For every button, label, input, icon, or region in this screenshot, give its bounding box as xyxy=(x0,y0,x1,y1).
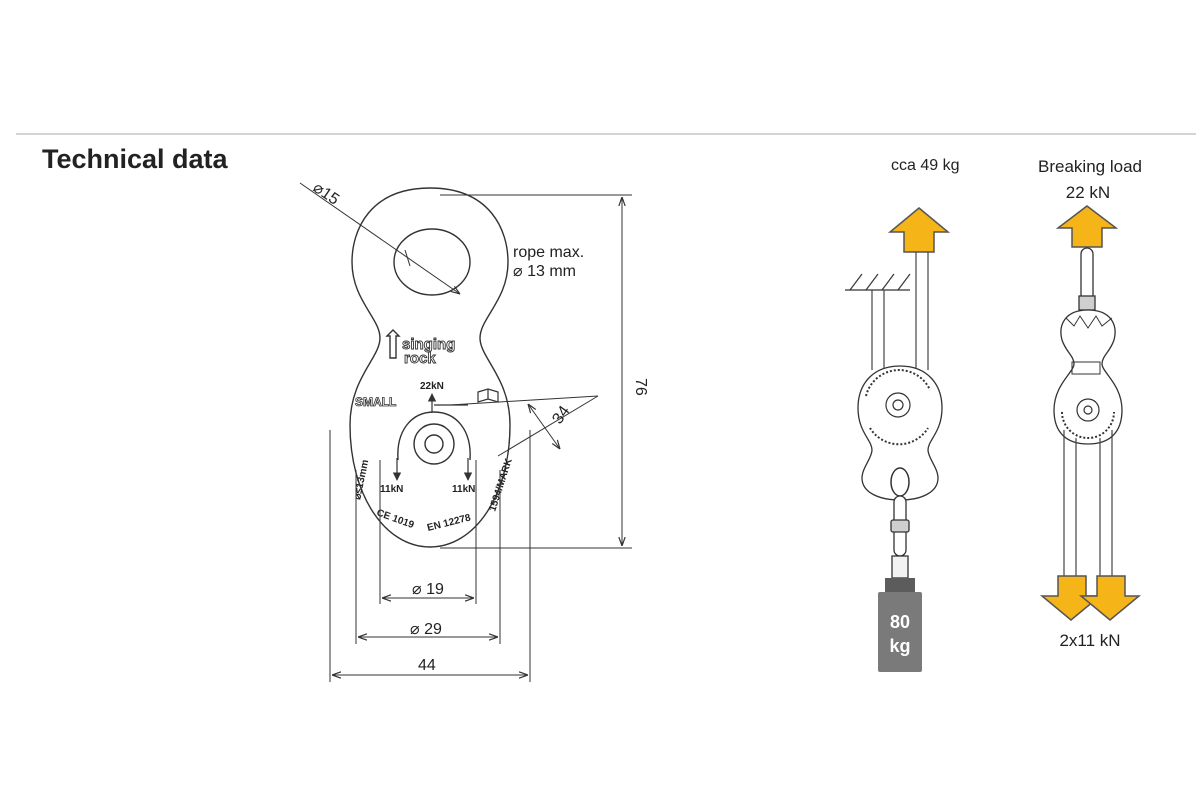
lower-carabiner xyxy=(890,495,910,579)
plate-load-arrows xyxy=(392,393,473,481)
height-label: 76 xyxy=(632,378,649,396)
model-name: SMALL xyxy=(355,395,396,409)
rope-diameter-label: ⌀ 13 mm xyxy=(513,263,576,280)
weight-block xyxy=(878,592,922,672)
small-pulley-body xyxy=(857,365,943,501)
weight-unit: kg xyxy=(889,636,910,656)
anchor-ceiling xyxy=(845,273,911,291)
top-load-label: 22kN xyxy=(420,381,444,392)
breaking-rope-strands xyxy=(1063,430,1113,578)
right-load-label: 11kN xyxy=(452,484,475,495)
dimension-labels: ⌀15 rope max. ⌀ 13 mm 76 34 ⌀ 19 ⌀ 29 44 xyxy=(310,179,649,674)
breaking-down-arrow-right xyxy=(1078,575,1142,621)
breaking-load-bottom-value: 2x11 kN xyxy=(1059,631,1120,650)
brand-line-2: rock xyxy=(404,350,436,367)
plate-engraving: SMALL 22kN 11kN 11kN ⌀≤13mm CE 1019 EN 1… xyxy=(352,381,515,534)
en-standard: EN 12278 xyxy=(426,512,472,534)
outer-diameter-label: ⌀ 29 xyxy=(410,621,442,638)
header-divider xyxy=(16,133,1196,135)
brand-logo: singing rock xyxy=(385,329,456,367)
rope-max-label: rope max. xyxy=(513,244,584,261)
rope-strands xyxy=(871,252,929,370)
dimension-lines xyxy=(299,182,632,682)
attachment-hole xyxy=(393,228,471,296)
sheave-hub xyxy=(397,411,471,461)
angle-label: 34 xyxy=(549,403,573,427)
left-load-label: 11kN xyxy=(380,484,403,495)
breaking-load-top-value: 22 kN xyxy=(1066,183,1110,202)
width-label: 44 xyxy=(418,657,436,674)
breaking-down-arrow-left xyxy=(1039,575,1103,621)
pull-up-arrow xyxy=(887,207,951,253)
top-carabiner xyxy=(1078,247,1096,311)
axle-inner xyxy=(424,434,444,454)
pulley-side-plate xyxy=(1053,309,1123,445)
weight-value: 80 xyxy=(890,612,910,632)
certification-mark: 1594/MARK xyxy=(487,456,515,512)
breaking-up-arrow xyxy=(1055,205,1119,248)
usage-diagram: cca 49 kg xyxy=(845,157,959,672)
lift-force-label: cca 49 kg xyxy=(891,157,959,174)
hole-diameter-label: ⌀15 xyxy=(310,179,342,208)
book-icon xyxy=(477,388,499,403)
page-title: Technical data xyxy=(42,144,228,174)
weight-handle xyxy=(885,578,915,592)
ce-marking: CE 1019 xyxy=(375,507,416,531)
inner-diameter-label: ⌀ 19 xyxy=(412,581,444,598)
breaking-load-diagram: Breaking load 22 kN 2x11 kN xyxy=(1038,157,1142,650)
pulley-body-outline xyxy=(349,187,511,548)
pulley-drawing xyxy=(349,187,511,548)
brand-line-1: singing xyxy=(402,336,455,353)
axle-outer xyxy=(413,423,455,465)
breaking-load-title: Breaking load xyxy=(1038,157,1142,176)
rope-limit-engraving: ⌀≤13mm xyxy=(352,459,371,501)
